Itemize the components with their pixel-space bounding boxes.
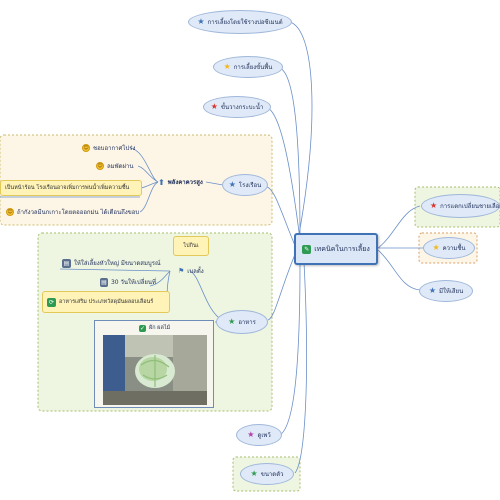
- branch-food-label: อาหาร: [238, 319, 256, 326]
- house-item-3[interactable]: เป็นหน้าร้อน โรงเรือนอาจเพิ่มการพ่นน้ำเพ…: [0, 180, 142, 196]
- food-item-1-text: ให้ใส่เลี้ยงหัวใหญ่ มีขนาดสมบูรณ์: [74, 260, 161, 267]
- star-icon: ★: [247, 430, 255, 439]
- star-icon: ★: [250, 469, 258, 478]
- chart-icon: ▤: [62, 258, 71, 268]
- flag-icon: ⚑: [178, 267, 185, 275]
- branch-sex-label: ดูเพว้: [257, 432, 271, 439]
- food-image-caption-text: ผัก ผลไม้: [149, 325, 171, 331]
- connector-disease: [377, 249, 421, 291]
- connector-house-sub: [205, 181, 224, 186]
- food-subtopic[interactable]: ⚑ เบลตั้ง: [176, 265, 216, 277]
- house-item-2[interactable]: ☺ ลมพัดผ่าน: [94, 160, 144, 172]
- branch-size-label: ขนาดตัว: [260, 471, 284, 478]
- star-icon: ★: [197, 17, 205, 26]
- connector-sex: [279, 261, 301, 436]
- star-icon: ★: [432, 243, 440, 252]
- star-icon: ★: [210, 102, 218, 111]
- star-icon: ★: [428, 286, 436, 295]
- branch-basic-label: การเลี้ยงขั้นพื้น: [233, 64, 273, 71]
- branch-size[interactable]: ★ ขนาดตัว: [240, 463, 294, 485]
- food-item-1[interactable]: ▤ ให้ใส่เลี้ยงหัวใหญ่ มีขนาดสมบูรณ์: [60, 257, 176, 269]
- branch-humidity-label: ความชื้น: [442, 245, 466, 252]
- house-subtopic[interactable]: ⬆ พลังคาควรสูง: [156, 176, 214, 188]
- house-item-4-text: ถ้ากังวลมีนกเกาะโดยตอออกม่น ได้เตือนถึงข…: [17, 209, 140, 216]
- connector-house-item2: [137, 165, 159, 183]
- branch-disease[interactable]: ★ มีให้เสียน: [419, 280, 473, 302]
- branch-humidity[interactable]: ★ ความชื้น: [423, 237, 475, 259]
- connector-food: [267, 251, 297, 321]
- pencil-icon: ✎: [302, 244, 312, 254]
- connector-house: [264, 185, 297, 249]
- branch-basic[interactable]: ★ การเลี้ยงขั้นพื้น: [213, 56, 283, 78]
- connector-intro: [289, 21, 313, 241]
- connector-size: [294, 261, 307, 474]
- house-item-1[interactable]: ☺ ชอบอากาศโปร่ง: [80, 142, 150, 154]
- connector-stage: [267, 107, 301, 241]
- house-item-4[interactable]: ☺ ถ้ากังวลมีนกเกาะโดยตอออกม่น ได้เตือนถึ…: [4, 206, 144, 218]
- food-note-text: ไปกินเ: [183, 243, 199, 249]
- branch-disease-label: มีให้เสียน: [439, 288, 464, 295]
- connector-compare: [377, 205, 421, 249]
- arrow-up-icon: ⬆: [158, 177, 165, 187]
- central-label: เทคนิคในการเลี้ยง: [314, 244, 370, 253]
- connector-house-item1: [129, 147, 159, 183]
- food-item-2[interactable]: ▤ 30 วันให้เปลี่ยนที่: [98, 276, 158, 288]
- house-item-1-text: ชอบอากาศโปร่ง: [93, 145, 136, 152]
- house-sub-label: พลังคาควรสูง: [167, 179, 203, 186]
- smile-icon: ☺: [96, 162, 104, 170]
- smile-icon: ☺: [82, 144, 90, 152]
- branch-intro[interactable]: ★ การเลี้ยงโดยใช้รางบ่อซีเมนต์: [188, 10, 292, 34]
- star-icon: ★: [228, 180, 236, 189]
- branch-stage[interactable]: ★ ขั้นวางกระบะน้ำ: [203, 96, 271, 118]
- food-item-3[interactable]: ⟳ อาหารเสริม ประเภทวัสดุมันผลอบเลือนร์: [42, 291, 170, 313]
- star-icon: ★: [430, 201, 438, 210]
- star-icon: ★: [223, 62, 231, 71]
- branch-food[interactable]: ★ อาหาร: [216, 310, 268, 334]
- food-sub-label: เบลตั้ง: [187, 268, 204, 275]
- food-image-card[interactable]: ✓ ผัก ผลไม้: [94, 320, 214, 408]
- cabbage-photo: [103, 335, 207, 405]
- house-item-2-text: ลมพัดผ่าน: [107, 163, 134, 170]
- star-icon: ★: [228, 317, 236, 326]
- food-item-2-text: 30 วันให้เปลี่ยนที่: [110, 279, 156, 286]
- connector-food-item2: [149, 270, 171, 287]
- branch-sex[interactable]: ★ ดูเพว้: [236, 424, 282, 446]
- house-item-3-text: เป็นหน้าร้อน โรงเรือนอาจเพิ่มการพ่นน้ำเพ…: [5, 185, 130, 191]
- branch-compare-label: การแตกเปลี่ยนชายเลือก: [440, 203, 500, 210]
- branch-compare[interactable]: ★ การแตกเปลี่ยนชายเลือก: [421, 194, 500, 218]
- food-note[interactable]: ไปกินเ: [173, 236, 209, 256]
- leaf-icon: ✓: [139, 324, 146, 332]
- branch-house[interactable]: ★ โรงเรือน: [222, 174, 268, 196]
- central-node[interactable]: ✎ เทคนิคในการเลี้ยง: [294, 233, 378, 265]
- refresh-icon: ⟳: [47, 297, 56, 307]
- underline-food-item1: [59, 268, 171, 272]
- chart-icon: ▤: [100, 277, 108, 287]
- food-item-3-text: อาหารเสริม ประเภทวัสดุมันผลอบเลือนร์: [59, 299, 154, 305]
- branch-intro-label: การเลี้ยงโดยใช้รางบ่อซีเมนต์: [207, 19, 283, 26]
- connector-house-item4: [139, 181, 159, 213]
- food-image-caption: ✓ ผัก ผลไม้: [139, 323, 170, 333]
- smile-icon: ☺: [6, 208, 14, 216]
- connector-basic: [279, 67, 301, 241]
- branch-house-label: โรงเรือน: [238, 182, 262, 189]
- branch-stage-label: ขั้นวางกระบะน้ำ: [220, 104, 264, 111]
